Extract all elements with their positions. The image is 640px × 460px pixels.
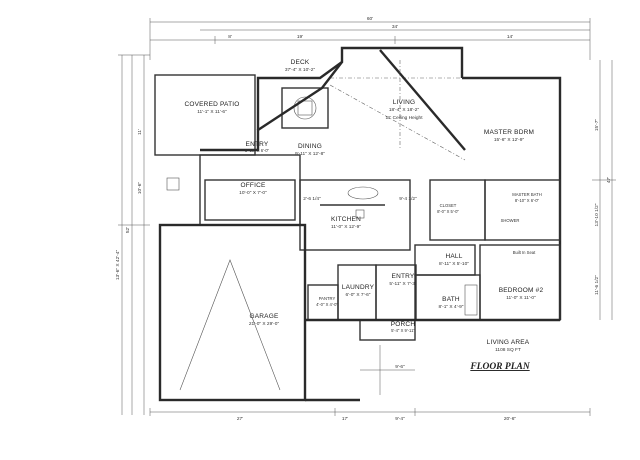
room-name-master-bath: MASTER BATH xyxy=(512,192,541,197)
dim-top-b: 19' xyxy=(297,34,303,40)
dim-left-c: 11' xyxy=(137,129,143,135)
living-ceiling-note: 11' Ceiling Height xyxy=(385,115,423,121)
dim-right-b: 13'-10 1/2" xyxy=(594,203,600,226)
plan-title: FLOOR PLAN xyxy=(469,362,531,372)
room-size-bath: 8'-1" X 4'-9" xyxy=(439,304,464,310)
covered-patio-outline xyxy=(154,74,256,191)
living-area-label: LIVING AREA xyxy=(487,339,530,346)
room-size-hall: 8'-11" X 5'-10" xyxy=(439,261,469,267)
room-size-bedroom2: 11'-0" X 11'-0" xyxy=(506,295,536,301)
shower-label: SHOWER xyxy=(501,218,520,223)
dim-left-b: 52' xyxy=(125,227,131,233)
room-size-entry-front: 5'-11" X 7'-3" xyxy=(389,281,417,287)
room-name-bath: BATH xyxy=(442,296,460,303)
room-name-pantry: PANTRY xyxy=(319,296,336,301)
room-name-porch: PORCH xyxy=(391,321,416,328)
dim-bottom-c: 9'-4" xyxy=(395,416,405,422)
room-name-closet: CLOSET xyxy=(440,203,457,208)
room-size-pantry: 4'-0" X 4'-0" xyxy=(316,302,338,307)
room-size-entry-patio: 5'-10" X 6'-0" xyxy=(245,148,270,153)
room-name-laundry: LAUNDRY xyxy=(342,284,375,291)
room-name-deck: DECK xyxy=(291,59,310,66)
room-size-kitchen: 11'-0" X 12'-9" xyxy=(331,224,361,230)
room-size-porch: 5'-4" X 9'-11" xyxy=(391,328,415,333)
room-name-hall: HALL xyxy=(445,253,462,260)
room-size-covered-patio: 11'-1" X 11'-6" xyxy=(197,109,227,115)
dim-left-d: 10'-6" xyxy=(137,182,143,195)
dim-left-a: 13'-6" X 42'-4" xyxy=(115,250,121,281)
dimension-labels: 60' 34' 8' 19' 14' 15'-7" 13'-10 1/2" 47… xyxy=(115,16,612,422)
dim-bottom-d: 20'-6" xyxy=(504,416,517,422)
room-size-laundry: 6'-0" X 7'-6" xyxy=(346,292,371,298)
room-name-bedroom2: BEDROOM #2 xyxy=(499,287,544,294)
room-name-garage: GARAGE xyxy=(249,313,278,320)
room-name-entry-front: ENTRY xyxy=(392,273,415,280)
room-labels: DECK 37'-4" X 10'-2" COVERED PATIO 11'-1… xyxy=(184,59,543,372)
living-area-value: 1108 SQ FT xyxy=(495,347,521,353)
room-name-dining: DINING xyxy=(298,143,322,150)
room-size-closet: 8'-0" X 5'-0" xyxy=(437,209,459,214)
dim-top-c: 14' xyxy=(507,34,513,40)
dim-top-a: 8' xyxy=(228,34,232,40)
built-in-seat-label: Built In Seat xyxy=(513,250,536,255)
room-size-garage: 21'-0" X 29'-0" xyxy=(249,321,280,327)
room-name-master-bdrm: MASTER BDRM xyxy=(484,129,534,136)
dim-right-c: 11'-6 1/2" xyxy=(594,275,600,295)
room-name-office: OFFICE xyxy=(240,182,265,189)
room-size-deck: 37'-4" X 10'-2" xyxy=(285,67,316,73)
room-name-covered-patio: COVERED PATIO xyxy=(184,101,239,108)
dim-bottom-b: 17' xyxy=(342,416,348,422)
room-name-entry-patio: ENTRY xyxy=(246,141,269,148)
dimension-lines xyxy=(118,18,616,416)
room-size-master-bath: 8'-10" X 6'-0" xyxy=(515,198,540,203)
dim-inner-b: 9'-4 1/2" xyxy=(399,196,417,202)
deck-outline xyxy=(256,46,464,130)
dim-porch-width: 9'-6" xyxy=(395,364,405,370)
dim-top-right: 34' xyxy=(392,24,398,30)
room-size-dining: 9'-11" X 12'-8" xyxy=(295,151,325,157)
room-size-living: 18'-4" X 18'-2" xyxy=(389,107,420,113)
room-name-living: LIVING xyxy=(393,99,416,106)
room-size-master-bdrm: 15'-6" X 12'-9" xyxy=(494,137,525,143)
room-size-office: 10'-0" X 7'-0" xyxy=(239,190,267,196)
dim-top-overall: 60' xyxy=(367,16,373,22)
house-walls xyxy=(158,49,562,402)
room-name-kitchen: KITCHEN xyxy=(331,216,361,223)
dim-right-a: 15'-7" xyxy=(594,119,600,132)
dim-inner-a: 2'-6 1/4" xyxy=(303,196,321,202)
dim-bottom-a: 27' xyxy=(237,416,243,422)
dim-right-overall: 47' xyxy=(606,177,612,183)
